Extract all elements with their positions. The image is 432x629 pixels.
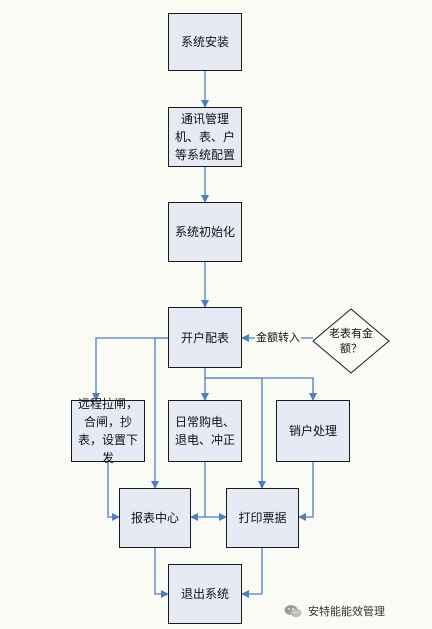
- edge-open-cancel: [205, 377, 317, 401]
- edge-open-report: [151, 337, 168, 489]
- node-open-account: 开户配表: [168, 307, 242, 368]
- decision-diamond: [312, 308, 390, 374]
- node-system-install: 系统安装: [168, 13, 242, 71]
- node-daily-ops: 日常购电、退电、冲正: [168, 400, 242, 462]
- edge-report-exit: [154, 548, 169, 598]
- node-system-config: 通讯管理机、表、户等系统配置: [168, 107, 242, 167]
- node-report-center: 报表中心: [119, 488, 191, 548]
- edge-remote-report: [107, 462, 120, 521]
- node-exit-system: 退出系统: [168, 564, 242, 624]
- node-system-init: 系统初始化: [168, 202, 242, 262]
- edge-daily-report: [190, 462, 206, 521]
- decision-label: 老表有金额？: [329, 327, 373, 355]
- wechat-icon: [284, 604, 302, 618]
- edge-open-print: [205, 377, 266, 489]
- node-cancel-account: 销户处理: [276, 400, 350, 462]
- watermark: 安特能能效管理: [284, 603, 385, 619]
- edge-cancel-print: [298, 462, 314, 521]
- edge-open-remote: [92, 337, 168, 401]
- node-print-receipt: 打印票据: [226, 488, 299, 548]
- node-remote-control: 远程拉闸，合闸，抄表，设置下发: [71, 397, 145, 465]
- edge-print-exit: [241, 548, 263, 598]
- edge-label-transfer: 金额转入: [255, 331, 301, 344]
- watermark-text: 安特能能效管理: [308, 605, 385, 618]
